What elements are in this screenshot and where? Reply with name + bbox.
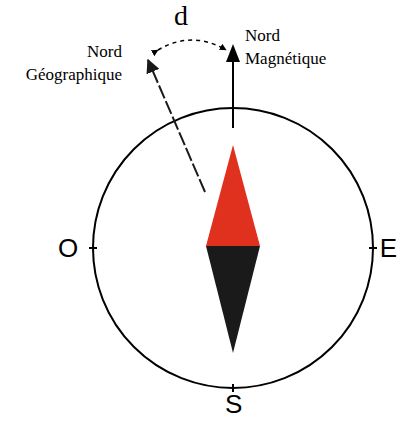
geographic-north-line	[148, 60, 205, 192]
magnetic-north-line	[232, 60, 234, 128]
geographic-north-label: Nord Géographique	[4, 40, 122, 86]
compass-ring	[93, 108, 373, 388]
needle-south	[206, 246, 260, 353]
needle-north	[206, 145, 260, 246]
cardinal-west: O	[58, 234, 78, 262]
declination-symbol: d	[174, 2, 188, 30]
cardinal-south: S	[225, 390, 242, 418]
tick-mark	[89, 247, 97, 249]
cardinal-east: E	[380, 234, 397, 262]
magnetic-north-label: Nord Magnétique	[245, 24, 345, 70]
tick-mark	[369, 247, 377, 249]
magnetic-north-head	[226, 44, 240, 62]
declination-arc	[158, 40, 226, 50]
